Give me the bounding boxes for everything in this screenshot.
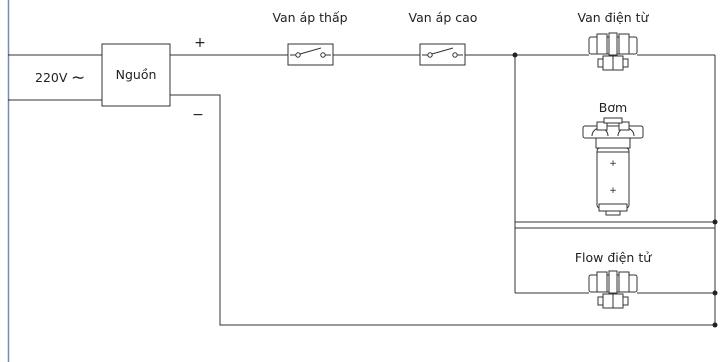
junction-dot	[512, 52, 518, 58]
voltage-label: 220V	[35, 70, 68, 85]
ac-wave-icon: ∼	[71, 68, 85, 88]
pump-plus-top: +	[609, 159, 617, 169]
solenoid-valve-label: Van điện từ	[578, 10, 650, 25]
plus-terminal-label: +	[194, 35, 206, 51]
flow-switch-icon	[588, 270, 638, 309]
low-pressure-switch-label: Van áp thấp	[272, 10, 347, 25]
solenoid-valve-icon	[588, 32, 638, 71]
junction-dot	[712, 290, 718, 296]
wire-minus-return	[170, 94, 715, 326]
pump-label: Bơm	[599, 100, 627, 115]
flow-switch-label: Flow điện tử	[575, 250, 652, 265]
pump-plus-bottom: +	[609, 186, 617, 196]
power-supply-label: Nguồn	[116, 67, 157, 82]
low-pressure-switch-icon	[287, 43, 334, 66]
high-pressure-switch-label: Van áp cao	[409, 10, 478, 25]
pump-icon	[582, 117, 644, 216]
power-supply-box	[101, 43, 171, 107]
junction-dot	[712, 219, 718, 225]
minus-terminal-label: −	[192, 107, 204, 123]
junctions	[512, 52, 718, 328]
junction-dot	[712, 322, 718, 328]
high-pressure-switch-icon	[419, 43, 466, 66]
wires	[8, 54, 716, 326]
